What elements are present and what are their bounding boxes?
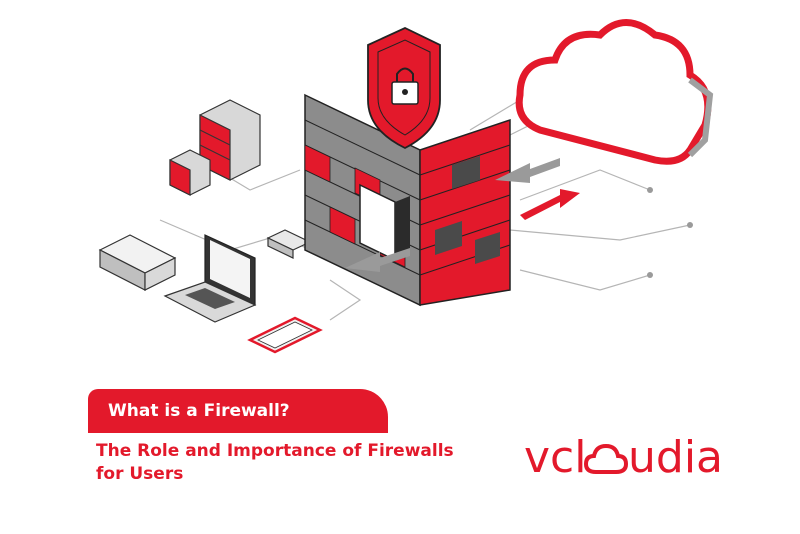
router-icon bbox=[98, 234, 177, 291]
firewall-wall-icon bbox=[304, 93, 511, 307]
vcloudia-logo: vcl udia bbox=[524, 432, 723, 482]
firewall-illustration bbox=[98, 19, 714, 354]
shield-lock-icon bbox=[367, 27, 441, 150]
page-title: What is a Firewall? bbox=[108, 401, 290, 421]
subtitle-line-2: for Users bbox=[96, 464, 184, 484]
cloud-icon bbox=[515, 19, 714, 165]
logo-cloud-icon bbox=[583, 443, 629, 474]
subtitle: The Role and Importance of Firewalls for… bbox=[96, 440, 516, 486]
subtitle-line-1: The Role and Importance of Firewalls bbox=[96, 441, 454, 461]
title-banner: What is a Firewall? bbox=[88, 389, 388, 433]
server-rack-icon bbox=[169, 99, 261, 196]
smartphone-icon bbox=[247, 316, 323, 354]
traffic-arrows bbox=[345, 158, 580, 272]
logo-text-start: vcl bbox=[524, 432, 586, 482]
laptop-icon bbox=[163, 234, 257, 323]
logo-text-end: udia bbox=[628, 432, 723, 482]
network-switch-icon bbox=[266, 229, 312, 259]
